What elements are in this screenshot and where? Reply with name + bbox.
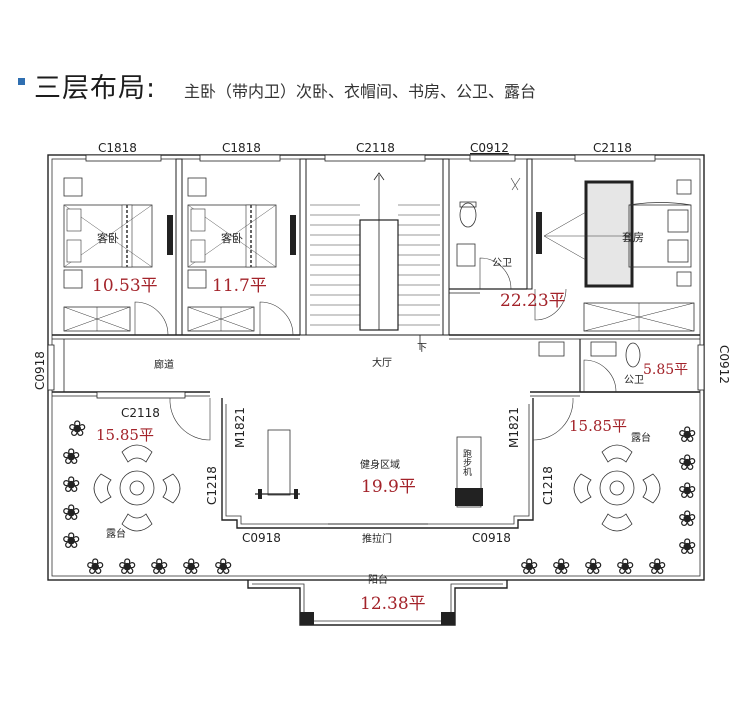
treadmill-label: 跑步机: [461, 448, 472, 477]
sink-icon: [456, 243, 476, 267]
page-title: 三层布局:: [34, 73, 157, 104]
code-terrace-window: C2118: [121, 406, 160, 420]
svg-text:❀: ❀: [678, 507, 696, 532]
guest-bedroom-2: 客卧 11.7平: [187, 177, 296, 336]
code-right-side: C0912: [717, 345, 731, 384]
svg-text:❀: ❀: [86, 555, 104, 580]
toilet-icon: [625, 342, 641, 368]
svg-text:❀: ❀: [68, 417, 86, 442]
svg-text:❀: ❀: [678, 479, 696, 504]
terrace-left: 露台 15.85平 ❀ ❀ ❀ ❀ ❀ ❀ ❀ ❀ ❀ ❀: [62, 391, 232, 580]
area-gym: 19.9平: [361, 477, 416, 497]
staircase: 下: [310, 172, 440, 354]
area-guest-1: 10.53平: [92, 276, 158, 296]
table-icon: [119, 470, 155, 506]
room-label-study: 套房: [622, 231, 644, 244]
code-bottom-right: C0918: [472, 531, 511, 545]
room-label-terrace-left: 露台: [106, 527, 126, 540]
bullet-square-icon: [18, 78, 25, 85]
bed: [584, 180, 634, 288]
corridor-hall: 廊道 大厅: [63, 339, 392, 392]
room-label-gym: 健身区域: [360, 458, 400, 471]
toilet-icon: [459, 202, 477, 228]
study-suite: 套房 22.23平: [500, 179, 695, 332]
bathroom-top: 公卫: [456, 177, 521, 290]
bench-icon: [267, 429, 291, 496]
guest-bedroom-1: 客卧 10.53平: [63, 177, 173, 336]
code-left-side: C0918: [33, 351, 47, 390]
bathroom-right: 公卫 5.85平: [538, 341, 688, 393]
code-top-1: C1818: [98, 141, 137, 155]
area-bath-right: 5.85平: [643, 362, 688, 378]
treadmill-icon: [456, 436, 482, 508]
svg-text:❀: ❀: [214, 555, 232, 580]
balcony: 阳台 12.38平: [360, 573, 426, 614]
stairs-down-label: 下: [417, 343, 427, 354]
code-top-2: C1818: [222, 141, 261, 155]
svg-text:❀: ❀: [678, 535, 696, 560]
area-study: 22.23平: [500, 291, 566, 311]
room-label-balcony: 阳台: [368, 573, 388, 586]
svg-text:❀: ❀: [182, 555, 200, 580]
area-balcony: 12.38平: [360, 594, 426, 614]
sliding-door-label: 推拉门: [362, 532, 392, 545]
table-icon: [599, 470, 635, 506]
room-label-bath-right: 公卫: [624, 375, 644, 386]
code-win-left: C1218: [205, 466, 219, 505]
code-win-right: C1218: [541, 466, 555, 505]
interior-walls: [52, 158, 700, 529]
room-label-guest-1: 客卧: [97, 231, 119, 245]
code-door-right: M1821: [507, 407, 521, 448]
svg-text:❀: ❀: [62, 445, 80, 470]
room-label-hall: 大厅: [372, 356, 392, 369]
code-top-5: C2118: [593, 141, 632, 155]
area-terrace-left: 15.85平: [96, 426, 154, 444]
sink-icon: [538, 341, 565, 357]
svg-text:❀: ❀: [520, 555, 538, 580]
svg-text:❀: ❀: [678, 451, 696, 476]
bed: [187, 204, 277, 268]
area-guest-2: 11.7平: [212, 276, 267, 296]
code-door-left: M1821: [233, 407, 247, 448]
room-label-corridor: 廊道: [154, 358, 174, 371]
svg-text:❀: ❀: [150, 555, 168, 580]
room-label-guest-2: 客卧: [221, 231, 243, 245]
code-top-3: C2118: [356, 141, 395, 155]
svg-text:❀: ❀: [648, 555, 666, 580]
top-windows: [47, 154, 705, 391]
svg-text:❀: ❀: [62, 501, 80, 526]
page-subtitle: 主卧（带内卫）次卧、衣帽间、书房、公卫、露台: [184, 82, 537, 101]
svg-text:❀: ❀: [678, 423, 696, 448]
svg-text:❀: ❀: [62, 473, 80, 498]
opening-codes: C1818 C1818 C2118 C0912 C2118 C0918 C091…: [33, 141, 731, 545]
area-terrace-right: 15.85平: [569, 417, 627, 435]
svg-text:❀: ❀: [552, 555, 570, 580]
bed: [63, 204, 153, 268]
room-label-bath-top: 公卫: [492, 258, 512, 269]
svg-text:❀: ❀: [616, 555, 634, 580]
code-bottom-left: C0918: [242, 531, 281, 545]
gym-area: 跑步机 健身区域 19.9平 推拉门: [255, 429, 483, 545]
svg-text:❀: ❀: [62, 529, 80, 554]
code-top-4: C0912: [470, 141, 509, 155]
svg-text:❀: ❀: [118, 555, 136, 580]
svg-text:❀: ❀: [584, 555, 602, 580]
terrace-right: 露台 15.85平 ❀ ❀ ❀ ❀ ❀ ❀ ❀ ❀ ❀ ❀: [520, 397, 696, 580]
room-label-terrace-right: 露台: [631, 431, 651, 444]
